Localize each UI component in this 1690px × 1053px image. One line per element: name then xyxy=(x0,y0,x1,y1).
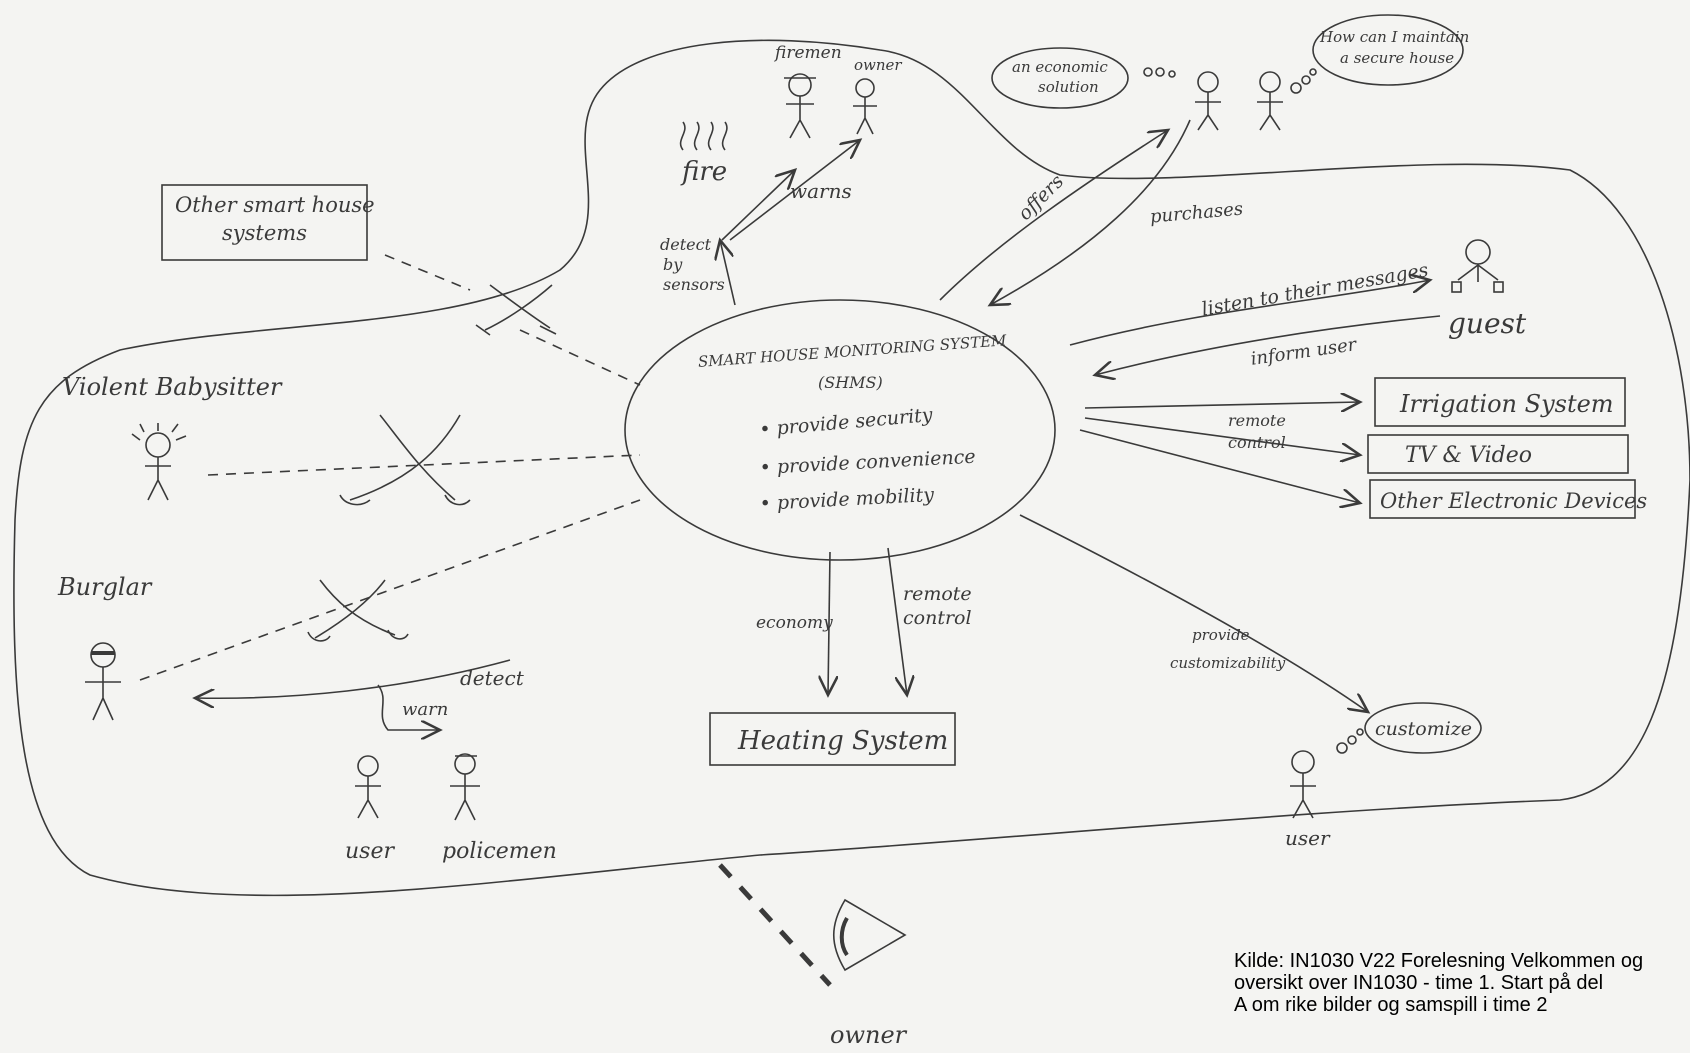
economic-thought-line2: solution xyxy=(1038,78,1099,96)
source-caption: Kilde: IN1030 V22 Forelesning Velkommen … xyxy=(1234,950,1690,1016)
irrigation-label: Irrigation System xyxy=(1399,390,1614,418)
conflict-swords-bottom xyxy=(307,579,409,642)
remote-control-bottom-line1: remote xyxy=(903,583,972,605)
owner-bottom-label: owner xyxy=(830,1021,908,1049)
economic-thought-line1: an economic xyxy=(1012,58,1108,76)
customize-thought-bubble xyxy=(1364,702,1482,754)
user-figure-right xyxy=(1290,750,1316,819)
eye-icon xyxy=(833,898,907,972)
warns-label: warns xyxy=(790,179,852,203)
provide-customizability-line2: customizability xyxy=(1170,654,1286,672)
shms-ellipse xyxy=(624,299,1056,561)
purchases-label: purchases xyxy=(1149,199,1244,228)
listen-label: listen to their messages xyxy=(1200,259,1430,321)
detect-label: detect xyxy=(460,666,525,690)
heating-label: Heating System xyxy=(737,726,948,756)
guest-figure xyxy=(1451,239,1504,293)
remote-control-right-line1: remote xyxy=(1228,411,1286,430)
caption-line-3: A om rike bilder og samspill i time 2 xyxy=(1234,994,1548,1016)
other-systems-line1: Other smart house xyxy=(175,193,375,217)
goal-security: • provide security xyxy=(759,404,934,441)
other-systems-box xyxy=(161,184,368,261)
other-systems-line2: systems xyxy=(222,221,307,245)
burglar-label: Burglar xyxy=(57,573,153,601)
goal-mobility: • provide mobility xyxy=(759,484,935,515)
fire-icon xyxy=(679,121,728,151)
provide-customizability-line1: provide xyxy=(1192,626,1250,644)
secure-thought-line1: How can I maintain xyxy=(1319,28,1469,46)
economic-thought-bubble xyxy=(991,47,1129,109)
economic-person-figure xyxy=(1195,71,1221,131)
tv-video-label: TV & Video xyxy=(1405,443,1532,468)
warn-label: warn xyxy=(402,699,448,720)
detect-by-sensors-line1: detect xyxy=(660,235,712,254)
owner-figure-top xyxy=(853,78,877,135)
fire-label: fire xyxy=(680,157,727,187)
policemen-figure xyxy=(450,753,480,821)
user-figure-left xyxy=(355,755,381,819)
remote-control-right-line2: control xyxy=(1228,433,1286,452)
conflict-swords-middle xyxy=(339,414,471,506)
system-abbr: (SHMS) xyxy=(818,373,883,392)
heating-box xyxy=(709,712,956,766)
detect-by-sensors-line3: sensors xyxy=(663,275,725,294)
system-boundary xyxy=(13,39,1690,897)
system-title: SMART HOUSE MONITORING SYSTEM xyxy=(697,331,1007,371)
firemen-figure xyxy=(784,73,816,139)
owner-top-label: owner xyxy=(854,56,902,74)
user-right-label: user xyxy=(1285,826,1331,850)
firemen-label: firemen xyxy=(773,43,842,63)
babysitter-figure xyxy=(131,423,187,501)
other-devices-label: Other Electronic Devices xyxy=(1380,489,1647,513)
user-left-label: user xyxy=(345,839,395,864)
caption-line-1: Kilde: IN1030 V22 Forelesning Velkommen … xyxy=(1234,950,1644,972)
secure-thought-line2: a secure house xyxy=(1340,49,1454,67)
babysitter-label: Violent Babysitter xyxy=(62,373,283,401)
burglar-figure xyxy=(85,642,121,721)
secure-person-figure xyxy=(1257,71,1283,131)
remote-control-bottom-line2: control xyxy=(903,607,972,629)
caption-line-2: oversikt over IN1030 - time 1. Start på … xyxy=(1234,972,1604,994)
detect-by-sensors-line2: by xyxy=(663,255,683,274)
customize-thought: customize xyxy=(1375,718,1472,740)
tv-video-box xyxy=(1367,434,1629,474)
policemen-label: policemen xyxy=(442,839,557,864)
irrigation-box xyxy=(1374,377,1626,427)
guest-label: guest xyxy=(1448,307,1527,340)
goal-convenience: • provide convenience xyxy=(759,446,976,479)
other-devices-box xyxy=(1369,479,1636,519)
secure-thought-bubble xyxy=(1312,14,1464,86)
economy-label: economy xyxy=(756,613,833,633)
conflict-swords-top xyxy=(475,284,557,336)
